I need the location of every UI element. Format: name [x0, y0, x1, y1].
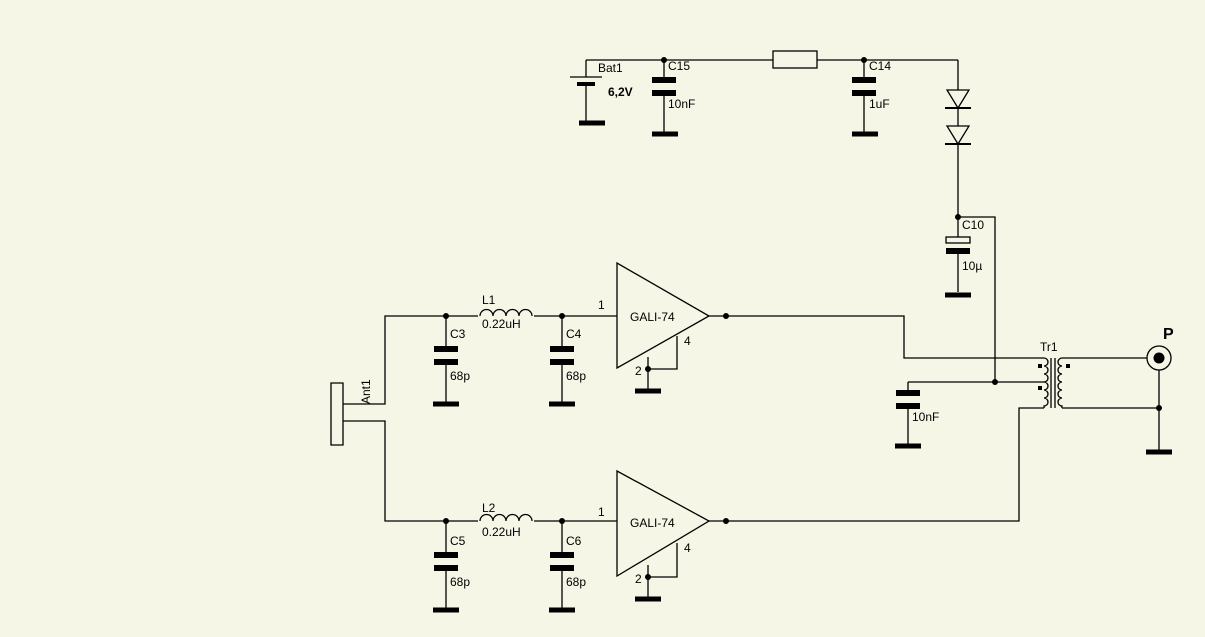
junction-dot	[645, 574, 651, 580]
capacitor-c4	[549, 316, 575, 407]
c4-ref-label: C4	[566, 327, 582, 341]
amplifier-gali74-upper	[616, 261, 711, 394]
inductor-l2	[478, 511, 534, 522]
power-supply-section: Bat1 6,2V C15 10nF C14 1uF	[570, 50, 996, 382]
c3-value-label: 68p	[450, 369, 470, 383]
c3-ref-label: C3	[450, 327, 466, 341]
capacitor-c10	[945, 216, 996, 382]
bat1-value-label: 6,2V	[608, 85, 633, 99]
lower-channel: C5 68p L2 0.22uH C6 68p GALI-74 1 2 4	[433, 407, 1044, 613]
bat1-ref-label: Bat1	[598, 61, 623, 75]
output-port-p	[1146, 345, 1172, 455]
c6-ref-label: C6	[566, 534, 582, 548]
tr1-ref-label: Tr1	[1040, 340, 1058, 354]
l2-ref-label: L2	[482, 501, 496, 515]
c5-ref-label: C5	[450, 534, 466, 548]
amp1-name-label: GALI-74	[630, 310, 675, 324]
resistor	[772, 50, 818, 69]
ctap-value-label: 10nF	[912, 410, 939, 424]
l2-value-label: 0.22uH	[482, 525, 521, 539]
diode-1	[945, 89, 971, 110]
l1-ref-label: L1	[482, 293, 496, 307]
port-ref-label: P	[1163, 326, 1174, 343]
c4-value-label: 68p	[566, 369, 586, 383]
junction-dot	[1156, 405, 1162, 411]
upper-channel: C3 68p L1 0.22uH C4 68p GALI-74 1 2 4	[433, 261, 1044, 407]
amp2-pin1-label: 1	[598, 505, 605, 519]
amp1-pin2-label: 2	[635, 364, 642, 378]
ant1-ref-label: Ant1	[359, 379, 373, 404]
junction-dot	[645, 366, 651, 372]
capacitor-c14	[852, 60, 878, 137]
amp1-pin4-label: 4	[684, 334, 691, 348]
diode-2	[945, 125, 971, 146]
inductor-l1	[478, 306, 534, 317]
c6-value-label: 68p	[566, 575, 586, 589]
antenna-ant1	[330, 315, 617, 522]
capacitor-c5	[433, 521, 459, 613]
c15-ref-label: C15	[668, 59, 690, 73]
amp2-pin2-label: 2	[635, 572, 642, 586]
amp2-pin4-label: 4	[684, 541, 691, 555]
amp1-pin1-label: 1	[598, 298, 605, 312]
capacitor-center-tap	[895, 381, 1044, 449]
capacitor-c6	[549, 521, 575, 613]
c14-ref-label: C14	[869, 59, 891, 73]
battery-bat1	[570, 60, 605, 126]
c14-value-label: 1uF	[869, 97, 890, 111]
amplifier-gali74-lower	[616, 469, 711, 602]
capacitor-c15	[652, 60, 678, 137]
c5-value-label: 68p	[450, 575, 470, 589]
c10-value-label: 10µ	[962, 259, 982, 273]
c10-ref-label: C10	[962, 218, 984, 232]
c15-value-label: 10nF	[668, 97, 695, 111]
capacitor-c3	[433, 316, 459, 407]
l1-value-label: 0.22uH	[482, 317, 521, 331]
junction-dot	[992, 379, 998, 385]
amp2-name-label: GALI-74	[630, 516, 675, 530]
transformer-tr1	[1038, 357, 1159, 409]
